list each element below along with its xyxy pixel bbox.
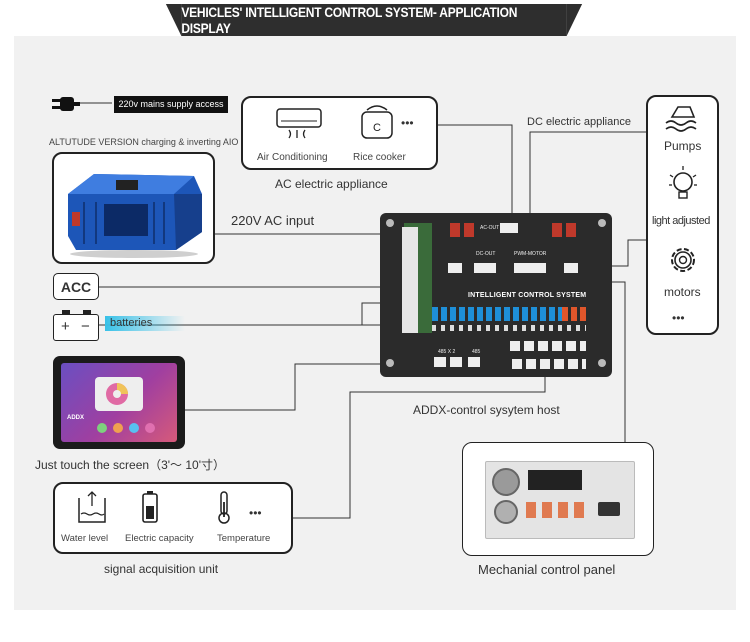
gear-icon [671, 248, 695, 272]
light-bulb-icon [669, 166, 697, 199]
battery-capacity-icon [142, 491, 158, 523]
port-dc-out: DC-OUT [476, 251, 496, 257]
ac-item-rice-cooker: Rice cooker [353, 152, 406, 163]
dc-item-pumps: Pumps [664, 139, 702, 153]
mains-label: 220v mains supply access [118, 99, 224, 109]
ac-input-label: 220V AC input [231, 213, 315, 228]
pump-icon [665, 106, 697, 132]
signal-item-temperature: Temperature [217, 533, 271, 544]
dashboard-pie-icon [106, 383, 128, 405]
board-title: INTELLIGENT CONTROL SYSTEM [468, 292, 587, 299]
mechanical-panel-caption: Mechanial control panel [478, 562, 616, 577]
inverter-image [68, 174, 202, 258]
control-host-board: AC-OUT DC-OUT PWM-MOTOR INTELLIGENT CONT… [380, 213, 612, 377]
dc-item-light-adjusted: light adjusted [652, 215, 710, 227]
batteries-highlight [105, 316, 185, 331]
signal-item-water-level: Water level [61, 533, 109, 544]
air-conditioning-icon [276, 108, 322, 139]
host-caption: ADDX-control sysytem host [413, 403, 560, 417]
dc-appliance-box: Pumps light adjusted motors ••• [646, 95, 719, 335]
battery-minus: − [81, 318, 90, 335]
batteries-label: batteries [110, 317, 153, 329]
signal-item-electric-capacity: Electric capacity [125, 533, 194, 544]
touch-screen-display: ADDX [61, 363, 177, 442]
power-plug-icon [52, 97, 80, 111]
screen-caption: Just touch the screen（3'～ 10'寸） [35, 458, 226, 472]
water-level-icon [78, 491, 106, 523]
ac-appliance-box: C ••• Air Conditioning Rice cooker [241, 96, 438, 170]
battery-icon: + − [53, 310, 99, 341]
ac-appliance-title: AC electric appliance [275, 177, 388, 191]
port-485x2: 485 X 2 [438, 349, 456, 355]
dc-item-motors: motors [664, 285, 701, 299]
port-485: 485 [472, 349, 481, 355]
dc-more-dots: ••• [672, 311, 685, 325]
thermometer-icon [218, 491, 230, 524]
dc-appliance-title: DC electric appliance [527, 116, 631, 128]
signal-unit-box: ••• Water level Electric capacity Temper… [53, 482, 293, 554]
port-pwm-motor: PWM-MOTOR [514, 251, 547, 257]
signal-more-dots: ••• [249, 506, 262, 520]
port-ac-out: AC-OUT [480, 225, 500, 231]
ac-item-air-conditioning: Air Conditioning [257, 152, 328, 163]
fuse-row [432, 307, 586, 321]
signal-unit-title: signal acquisition unit [104, 562, 219, 576]
svg-text:C: C [373, 122, 381, 134]
touch-screen-device: ADDX [53, 356, 185, 449]
mechanical-panel-box [462, 442, 654, 556]
battery-plus: + [61, 318, 70, 335]
mains-label-box: 220v mains supply access [114, 96, 228, 113]
acc-label: ACC [53, 273, 99, 300]
ac-more-dots: ••• [401, 116, 414, 130]
rice-cooker-icon: C [361, 105, 393, 139]
inverter-box [52, 152, 215, 264]
screen-brand: ADDX [67, 415, 85, 421]
mechanical-panel-image [485, 461, 635, 539]
inverter-caption: ALTUTUDE VERSION charging & inverting AI… [49, 137, 239, 147]
page-title: VEHICLES' INTELLIGENT CONTROL SYSTEM- AP… [165, 4, 583, 36]
